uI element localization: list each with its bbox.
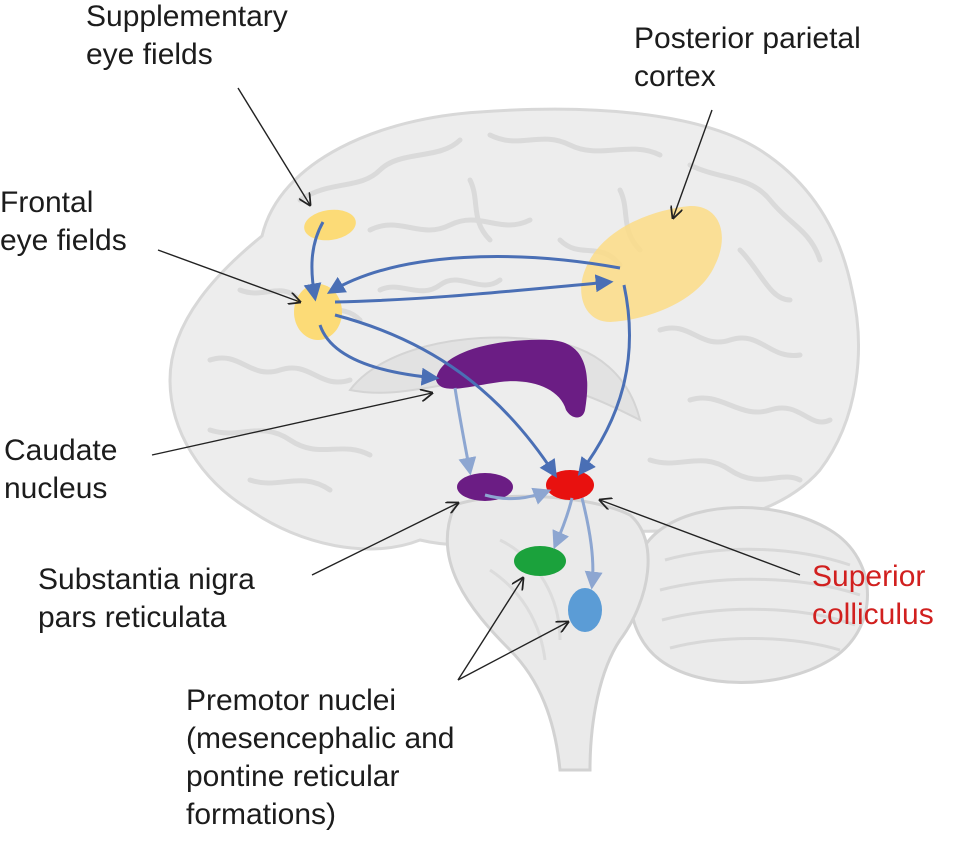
pointer-frontal: [157, 249, 300, 302]
arrow-fef-to-caudate: [318, 324, 440, 386]
label-frontal-eye-fields: Frontal eye fields: [0, 186, 127, 257]
arrow-fef-to-sc: [334, 313, 557, 479]
frontal-eye-field-region: [294, 284, 342, 340]
arrow-ppc-to-sc: [577, 284, 631, 476]
arrow-snr-to-sc: [484, 487, 552, 505]
arrow-fef-to-ppc: [334, 274, 614, 304]
cerebellum: [628, 506, 869, 684]
pointer-premotor-mesencephalic: [457, 578, 523, 681]
secondary-arrows: [453, 387, 603, 590]
arrow-ppc-to-fef: [326, 255, 621, 294]
mesencephalic-premotor-region: [514, 546, 566, 576]
pointer-substantia: [311, 503, 458, 576]
posterior-parietal-region: [581, 205, 722, 322]
arrow-caudate-to-snr: [453, 387, 477, 476]
pointer-parietal: [673, 109, 713, 218]
pontine-premotor-region: [568, 588, 602, 632]
label-posterior-parietal-cortex: Posterior parietal cortex: [634, 22, 861, 93]
substantia-nigra-region: [457, 473, 513, 501]
superior-colliculus-region: [546, 470, 594, 500]
pointer-supplementary: [237, 87, 310, 205]
arrow-sc-to-mesencephalic: [552, 497, 574, 550]
label-supplementary-eye-fields: Supplementary eye fields: [86, 0, 288, 71]
pointer-premotor-pontine: [457, 622, 568, 681]
brain-silhouette: [168, 107, 869, 772]
label-substantia-nigra: Substantia nigra pars reticulata: [38, 563, 255, 634]
label-superior-colliculus: Superior colliculus: [812, 560, 934, 631]
arrow-sef-to-fef: [303, 221, 325, 302]
pointer-lines: [151, 87, 801, 681]
pointer-caudate: [151, 393, 432, 456]
caudate-region: [436, 339, 588, 418]
label-caudate-nucleus: Caudate nucleus: [4, 434, 118, 505]
arrow-sc-to-pontine: [580, 497, 603, 590]
projection-arrows: [303, 221, 631, 479]
pointer-superior: [600, 500, 801, 576]
label-premotor-nuclei: Premotor nuclei (mesencephalic and ponti…: [186, 684, 455, 831]
